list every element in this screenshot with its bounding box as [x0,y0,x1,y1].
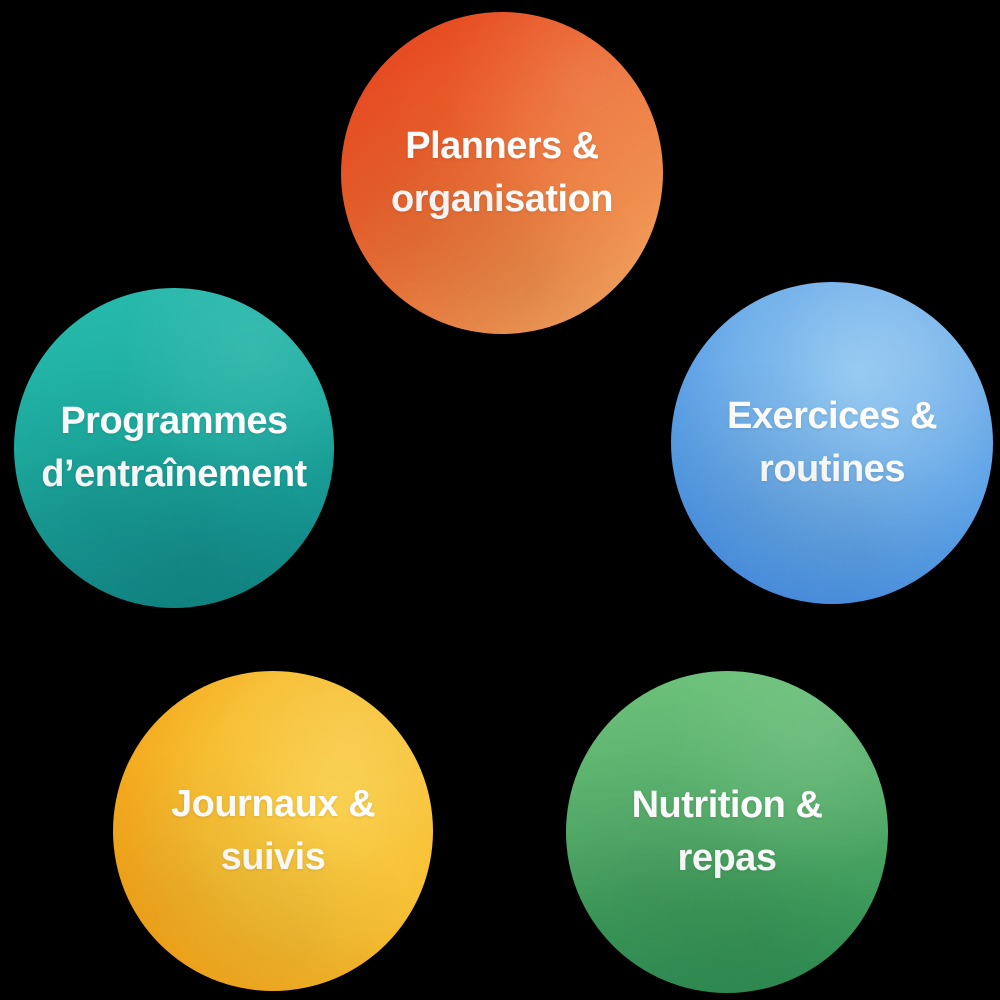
bubble-label-line: Journaux & [170,783,376,825]
bubble-label-line: suivis [220,836,326,878]
bubble-journaux-suivis[interactable]: Journaux & suivis [113,671,433,991]
bubble-label-line: organisation [390,178,614,220]
bubble-label-line: Programmes [60,400,288,442]
bubble-label-line: Nutrition & [631,784,823,826]
bubble-label-line: repas [677,837,777,879]
bubble-exercices-routines[interactable]: Exercices & routines [671,282,993,604]
bubble-nutrition-repas[interactable]: Nutrition & repas [566,671,888,993]
bubble-label-line: d’entraînement [41,453,307,495]
bubble-programmes-entrainement[interactable]: Programmes d’entraînement [14,288,334,608]
bubble-planners-organisation[interactable]: Planners & organisation [341,12,663,334]
bubble-label-line: Planners & [405,125,599,167]
bubble-label-line: routines [759,448,905,490]
bubble-label-line: Exercices & [727,395,938,437]
